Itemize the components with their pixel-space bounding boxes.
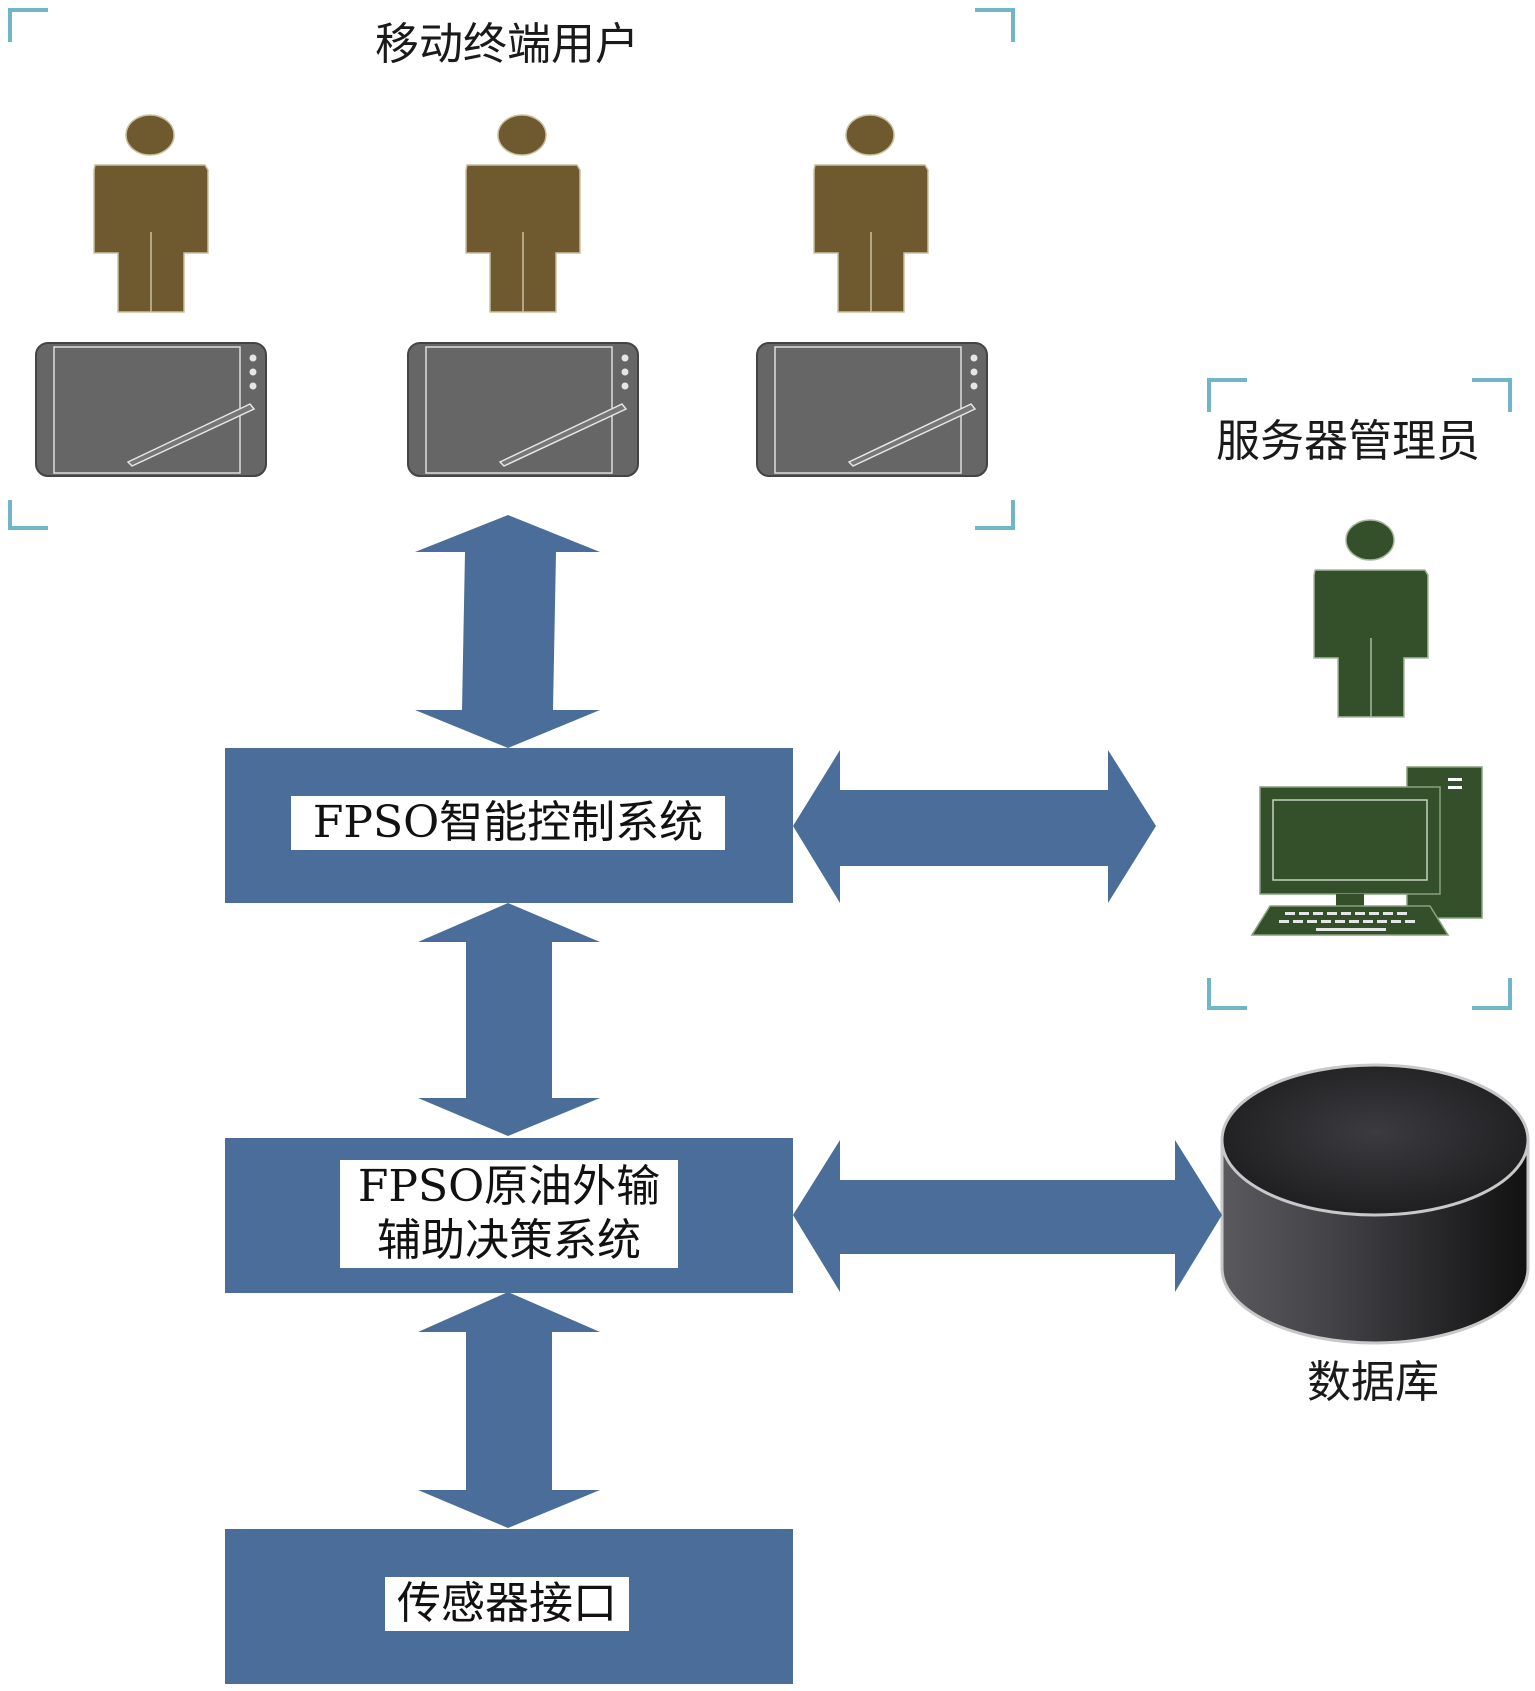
database-icon (1220, 1063, 1530, 1345)
computer-icon (1250, 766, 1483, 936)
arrow-decision-sensor (418, 1292, 600, 1528)
person-icon (465, 114, 581, 313)
server-admin-group-frame (1207, 378, 1512, 1010)
database-label: 数据库 (1307, 1357, 1439, 1408)
mobile-users-title: 移动终端用户 (375, 19, 639, 70)
decision-system-label-line2: 辅助决策系统 (377, 1215, 641, 1266)
person-icon (93, 114, 209, 313)
control-system-label: FPSO智能控制系统 (291, 796, 725, 850)
decision-system-label-line1: FPSO原油外输 (357, 1161, 661, 1212)
decision-system-label: FPSO原油外输 辅助决策系统 (340, 1160, 678, 1268)
tablet-icon (756, 342, 988, 477)
arrow-users-control (415, 515, 600, 748)
mobile-users-group-frame (8, 8, 1015, 530)
arrow-control-decision (418, 903, 600, 1136)
arrow-decision-database (793, 1140, 1222, 1292)
sensor-interface-label: 传感器接口 (385, 1577, 629, 1631)
tablet-icon (35, 342, 267, 477)
arrow-control-admin (793, 750, 1156, 903)
person-icon (1313, 519, 1429, 718)
tablet-icon (407, 342, 639, 477)
server-admin-title: 服务器管理员 (1216, 416, 1480, 467)
person-icon (813, 114, 929, 313)
